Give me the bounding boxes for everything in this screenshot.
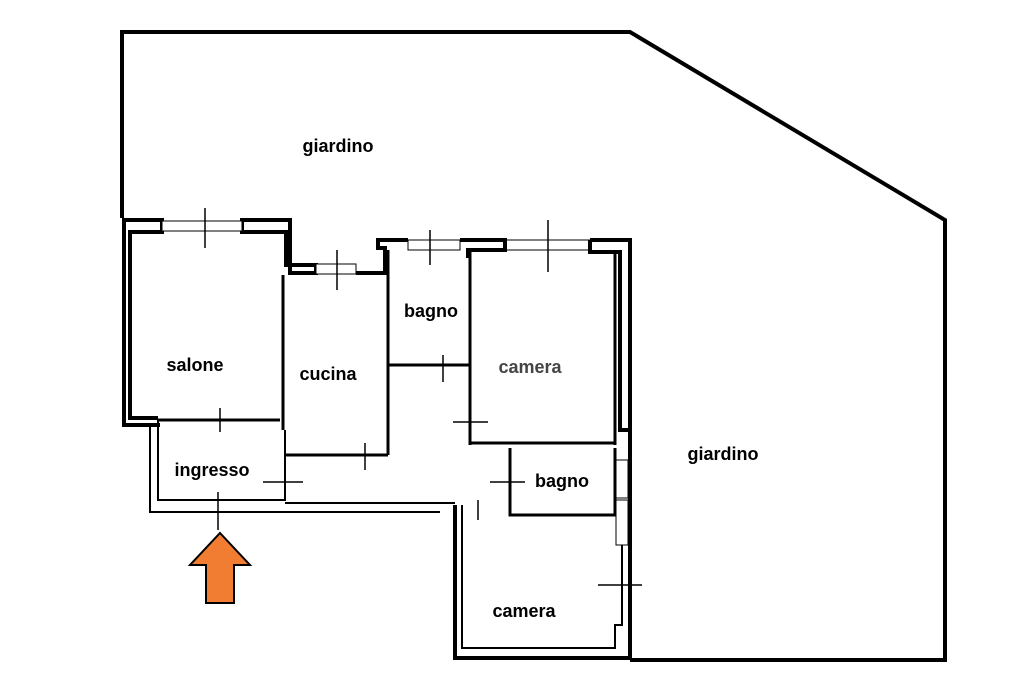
label-giardino-right: giardino [688, 444, 759, 464]
up-arrow-icon [187, 531, 253, 604]
camera-wall-top-right [588, 238, 632, 432]
label-camera-2: camera [492, 601, 556, 621]
ingresso-wall [157, 420, 286, 501]
ingresso-outer [149, 425, 440, 513]
salone-wall-top-right [240, 218, 318, 275]
label-bagno-1: bagno [404, 301, 458, 321]
label-ingresso: ingresso [174, 460, 249, 480]
bagno-window [407, 239, 461, 251]
east-window-1 [615, 459, 629, 499]
cucina-wall-top [356, 238, 408, 275]
cucina-window [315, 263, 357, 275]
east-window-2 [615, 499, 629, 546]
salone-window [161, 220, 243, 232]
label-giardino-top: giardino [303, 136, 374, 156]
salone-wall-outer [122, 218, 164, 427]
label-camera-1: camera [498, 357, 562, 377]
label-bagno-2: bagno [535, 471, 589, 491]
bagno-wall-top [460, 238, 507, 258]
label-cucina: cucina [299, 364, 357, 384]
camera2-inner [461, 505, 623, 649]
garden-boundary [120, 30, 947, 662]
label-salone: salone [166, 355, 223, 375]
camera2-wall [453, 505, 632, 660]
